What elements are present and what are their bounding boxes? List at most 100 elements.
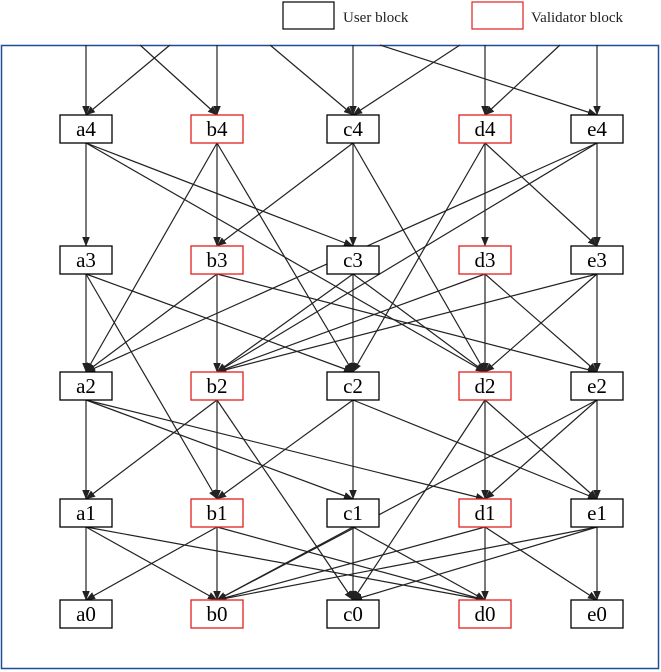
edge-c3-d2 (352, 273, 486, 373)
legend-user-swatch (282, 1, 335, 30)
block-a4-box (59, 114, 113, 144)
block-e1-box (570, 498, 624, 528)
incoming-edge-d4-1 (484, 44, 561, 116)
block-c1-box (326, 498, 380, 528)
block-d4-box (458, 114, 512, 144)
edge-d4-c2 (352, 142, 486, 373)
block-c1-label: c1 (343, 501, 363, 525)
edge-layer (82, 44, 601, 603)
block-d0: d0 (458, 599, 512, 629)
edge-c2-e1 (352, 399, 598, 500)
incoming-edge-b4-1 (139, 44, 218, 116)
edge-c4-b3 (216, 142, 354, 247)
block-b0-label: b0 (207, 602, 228, 626)
edge-d3-b2 (216, 273, 486, 373)
block-b4-box (190, 114, 244, 144)
edge-e1-b0 (216, 526, 598, 603)
block-c4-label: c4 (343, 117, 363, 141)
block-a1: a1 (59, 498, 113, 528)
block-d2-box (458, 371, 512, 401)
incoming-edge-e4-1 (379, 44, 598, 116)
edge-e3-b2 (216, 273, 598, 374)
block-d1: d1 (458, 498, 512, 528)
block-b4-label: b4 (207, 117, 229, 141)
block-c1: c1 (326, 498, 380, 528)
block-d3-box (458, 245, 512, 275)
edge-b1-a0 (85, 526, 218, 601)
block-c4: c4 (326, 114, 380, 144)
block-c2-label: c2 (343, 374, 363, 398)
block-d0-label: d0 (475, 602, 496, 626)
block-b1-box (190, 498, 244, 528)
block-d3: d3 (458, 245, 512, 275)
edge-b2-a1 (85, 399, 218, 500)
block-c0-box (326, 599, 380, 629)
edge-e4-b2 (216, 142, 598, 373)
block-a0-box (59, 599, 113, 629)
legend-validator-swatch (471, 1, 524, 30)
block-e3-box (570, 245, 624, 275)
block-e3: e3 (570, 245, 624, 275)
block-e2-box (570, 371, 624, 401)
edge-d1-b0 (216, 526, 486, 602)
block-b0: b0 (190, 599, 244, 629)
block-a2: a2 (59, 371, 113, 401)
edge-a4-c3 (85, 142, 354, 247)
edge-d2-c0 (352, 399, 486, 601)
block-e4-box (570, 114, 624, 144)
block-a4: a4 (59, 114, 113, 144)
block-c2-box (326, 371, 380, 401)
block-d1-label: d1 (475, 501, 496, 525)
block-e4: e4 (570, 114, 624, 144)
legend: User block Validator block (282, 1, 624, 30)
diagram-frame (0, 44, 660, 670)
block-a0: a0 (59, 599, 113, 629)
block-b4: b4 (190, 114, 244, 144)
block-b3-box (190, 245, 244, 275)
block-e0-box (570, 599, 624, 629)
edge-c1-b0 (216, 526, 354, 601)
incoming-edge-c4-1 (269, 44, 354, 116)
block-d4-label: d4 (475, 117, 497, 141)
block-b3-label: b3 (207, 248, 228, 272)
block-a4-label: a4 (76, 117, 96, 141)
block-b0-box (190, 599, 244, 629)
edge-a2-c1 (85, 399, 354, 500)
block-e2: e2 (570, 371, 624, 401)
block-a2-box (59, 371, 113, 401)
block-a2-label: a2 (76, 374, 96, 398)
edge-b4-c2 (216, 142, 354, 373)
edge-b4-a2 (85, 142, 218, 373)
edge-c2-b1 (216, 399, 354, 500)
edge-d1-e0 (484, 526, 598, 601)
block-b1: b1 (190, 498, 244, 528)
block-a3-box (59, 245, 113, 275)
block-e4-label: e4 (587, 117, 607, 141)
block-c0: c0 (326, 599, 380, 629)
block-d4: d4 (458, 114, 512, 144)
edge-c3-b2 (216, 273, 354, 373)
block-e0: e0 (570, 599, 624, 629)
block-c2: c2 (326, 371, 380, 401)
incoming-edge-c4-2 (352, 44, 461, 116)
incoming-edge-a4-1 (85, 44, 171, 116)
edge-b2-c0 (216, 399, 354, 601)
block-d2-label: d2 (475, 374, 496, 398)
legend-user-label: User block (343, 10, 409, 26)
block-d3-label: d3 (475, 248, 496, 272)
edge-a3-c2 (85, 273, 354, 373)
block-e0-label: e0 (587, 602, 607, 626)
block-a1-box (59, 498, 113, 528)
block-e3-label: e3 (587, 248, 607, 272)
edge-e2-d1 (484, 399, 598, 500)
block-b3: b3 (190, 245, 244, 275)
legend-validator-label: Validator block (531, 10, 624, 26)
edge-e1-c0 (352, 526, 598, 602)
block-a3: a3 (59, 245, 113, 275)
block-c0-label: c0 (343, 602, 363, 626)
edge-b3-a2 (85, 273, 218, 373)
edge-c1-d0 (352, 526, 486, 601)
block-c3-label: c3 (343, 248, 363, 272)
